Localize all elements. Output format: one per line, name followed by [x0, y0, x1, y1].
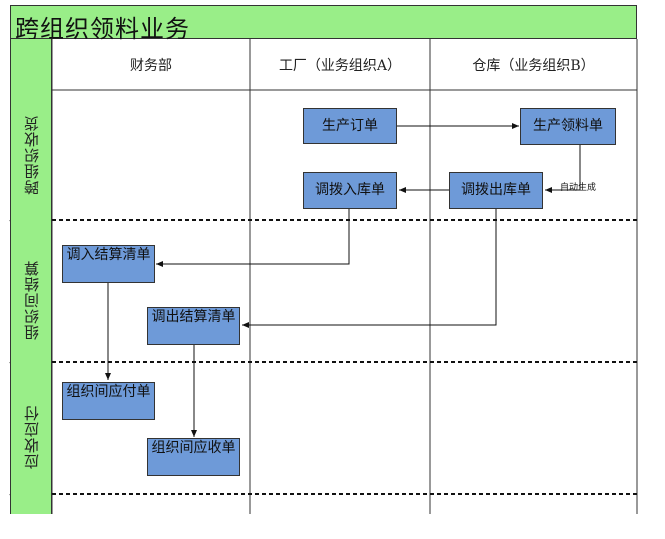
- column-header-finance: 财务部: [130, 58, 172, 74]
- arrow-requisition-to-transfer-out: [545, 145, 581, 193]
- box-transfer-in-order: 调拨入库单: [303, 172, 397, 209]
- arrow-transfer-in-to-settlement-in: [156, 209, 350, 267]
- column-header-factory: 工厂（业务组织A）: [278, 58, 402, 74]
- box-production-requisition: 生产领料单: [520, 108, 616, 145]
- arrow-transfer-out-to-settlement-out: [242, 209, 497, 328]
- box-intercompany-payable: 组织间应付单: [62, 382, 155, 420]
- note-auto-generate: 自动生成: [560, 183, 597, 193]
- box-intercompany-receivable: 组织间应收单: [147, 438, 240, 476]
- box-transfer-in-settlement: 调入结算清单: [62, 245, 155, 283]
- lane-label-ar-ap: 应收应付: [22, 405, 41, 469]
- box-production-order: 生产订单: [303, 108, 397, 144]
- box-transfer-out-settlement: 调出结算清单: [147, 307, 240, 345]
- diagram-title: 跨组织领料业务: [15, 15, 190, 43]
- lane-strip: [10, 39, 52, 514]
- lane-label-receiving: 跨组织收货: [22, 115, 41, 195]
- box-transfer-out-order: 调拨出库单: [449, 172, 543, 209]
- column-header-warehouse: 仓库（业务组织B）: [472, 58, 595, 74]
- lane-label-settlement: 组织间结算: [22, 260, 41, 340]
- title-bar: 跨组织领料业务: [10, 5, 637, 43]
